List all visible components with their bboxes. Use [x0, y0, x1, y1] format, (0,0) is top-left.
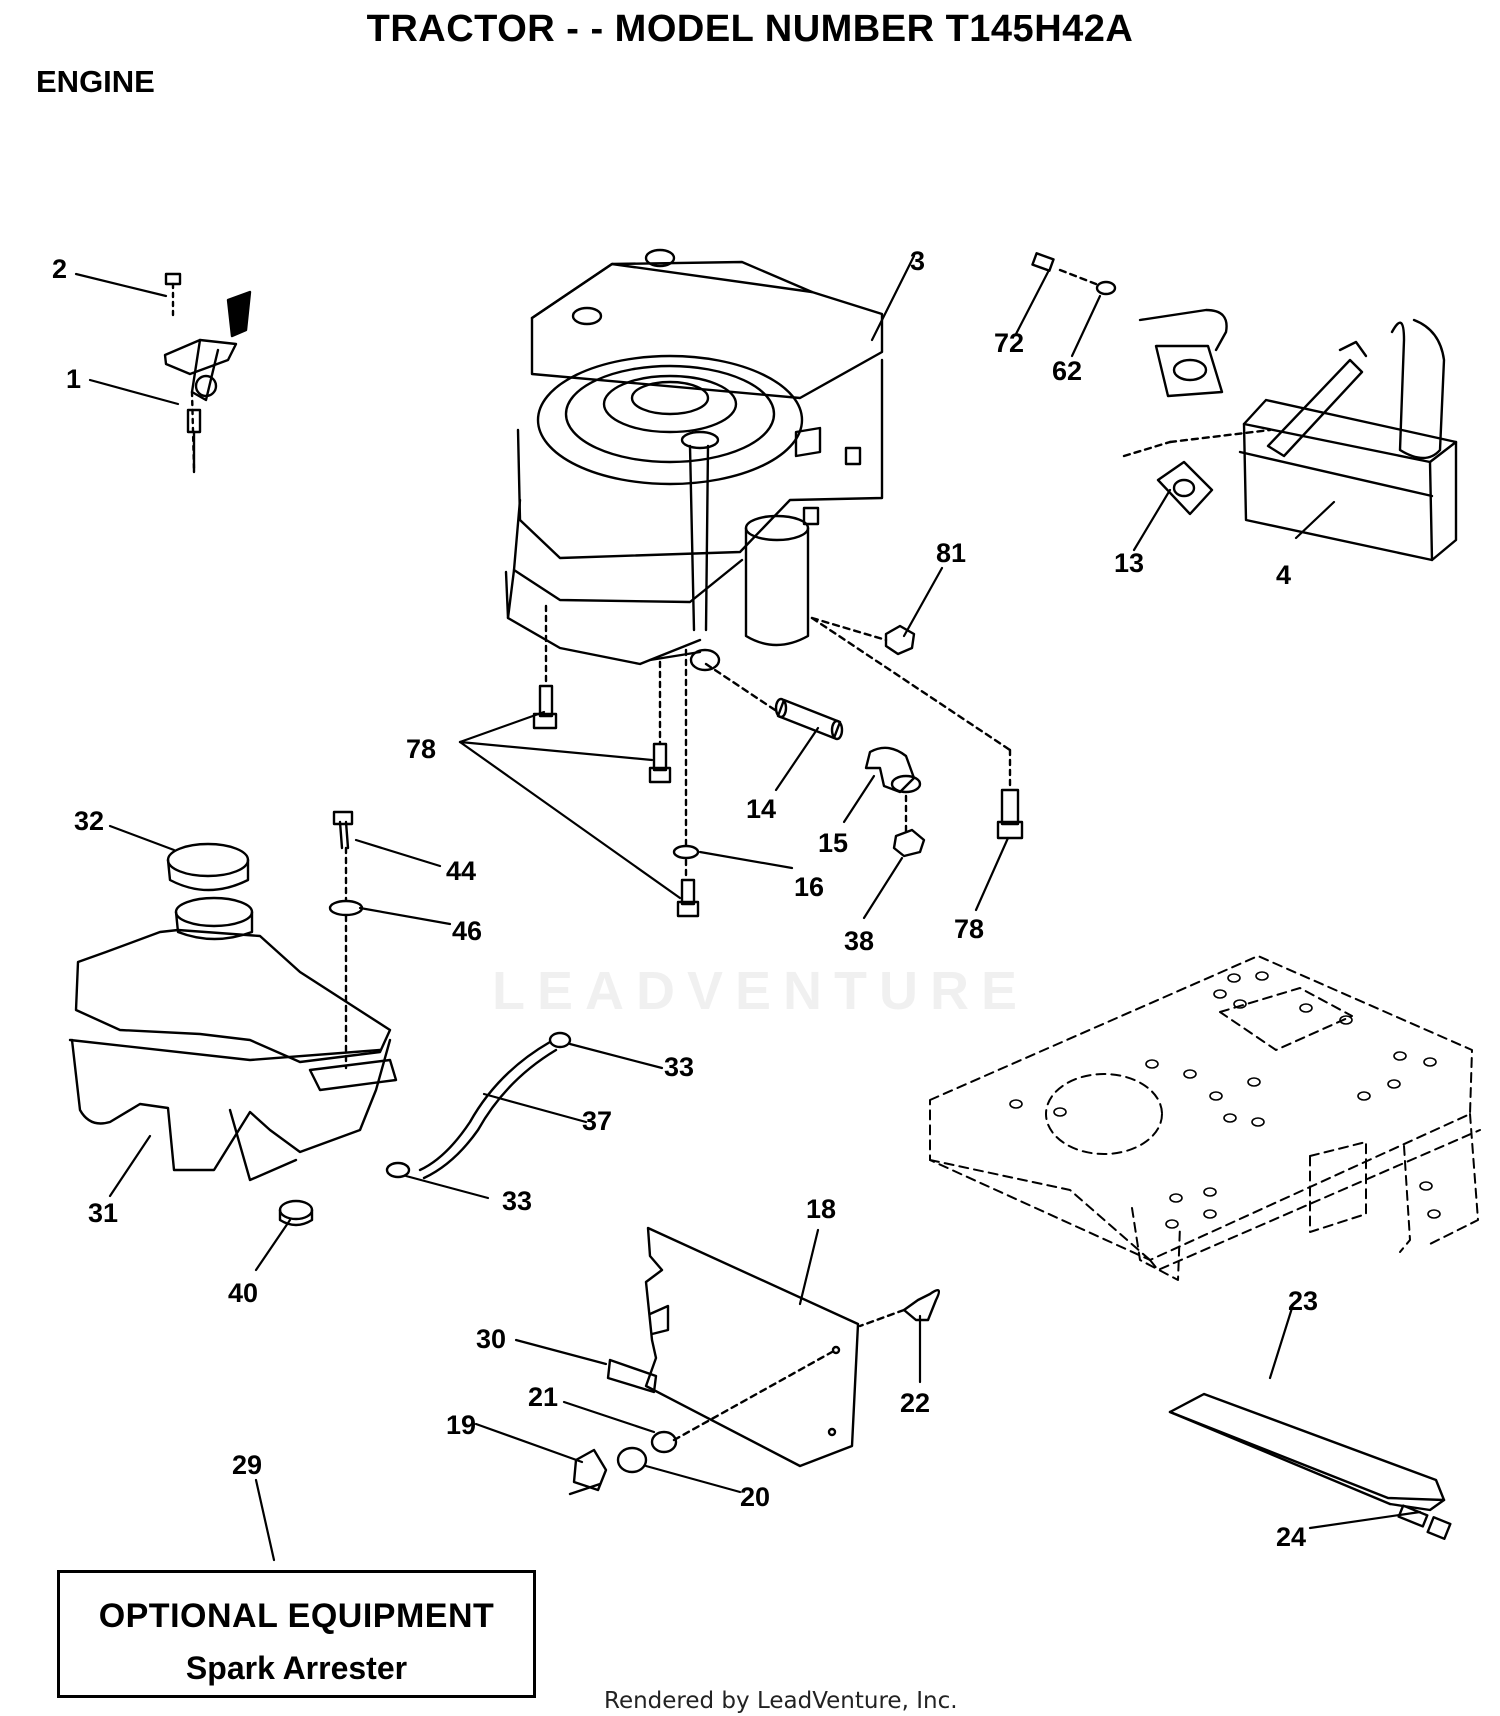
part-muffler	[1031, 252, 1458, 562]
callout-38: 38	[844, 926, 874, 956]
callout-78b: 78	[954, 914, 984, 944]
callout-16: 16	[794, 872, 824, 902]
optional-equipment-item: Spark Arrester	[185, 1650, 408, 1686]
callout-78a: 78	[406, 734, 436, 764]
callout-labels: 2 1 3 4 13 72 62 81 78 14 15 16 38 78 32…	[52, 246, 1318, 1552]
watermark: LEADVENTURE	[492, 961, 1030, 1021]
callout-81: 81	[936, 538, 966, 568]
callout-20: 20	[740, 1482, 770, 1512]
section-heading: ENGINE	[36, 64, 155, 99]
callout-33a: 33	[664, 1052, 694, 1082]
callout-31: 31	[88, 1198, 118, 1228]
callout-18: 18	[806, 1194, 836, 1224]
callout-40: 40	[228, 1278, 258, 1308]
frame-holes	[1009, 971, 1441, 1229]
callout-46: 46	[452, 916, 482, 946]
callout-22: 22	[900, 1388, 930, 1418]
footer-credit: Rendered by LeadVenture, Inc.	[604, 1688, 958, 1714]
callout-33b: 33	[502, 1186, 532, 1216]
callout-19: 19	[446, 1410, 476, 1440]
part-frame-reference	[929, 955, 1481, 1281]
callout-30: 30	[476, 1324, 506, 1354]
part-side-panel	[568, 1226, 941, 1496]
part-engine	[504, 248, 884, 672]
callout-2: 2	[52, 254, 67, 284]
callout-23: 23	[1288, 1286, 1318, 1316]
leader-lines	[74, 254, 1422, 1562]
optional-equipment-heading: OPTIONAL EQUIPMENT	[98, 1597, 495, 1635]
callout-13: 13	[1114, 548, 1144, 578]
callout-4: 4	[1276, 560, 1291, 590]
callout-14: 14	[746, 794, 776, 824]
callout-1: 1	[66, 364, 81, 394]
callout-62: 62	[1052, 356, 1082, 386]
callout-32: 32	[74, 806, 104, 836]
callout-37: 37	[582, 1106, 612, 1136]
part-drain-fittings	[532, 604, 1024, 918]
callout-44: 44	[446, 856, 476, 886]
callout-15: 15	[818, 828, 848, 858]
part-heat-shield	[1168, 1392, 1452, 1540]
part-fuel-line	[385, 1031, 572, 1180]
part-throttle-control	[163, 272, 252, 474]
callout-3: 3	[910, 246, 925, 276]
part-fuel-tank	[68, 810, 398, 1227]
callout-24: 24	[1276, 1522, 1306, 1552]
callout-72: 72	[994, 328, 1024, 358]
optional-equipment-box: OPTIONAL EQUIPMENT Spark Arrester	[57, 1570, 536, 1698]
callout-29: 29	[232, 1450, 262, 1480]
diagram-title: TRACTOR - - MODEL NUMBER T145H42A	[366, 8, 1134, 50]
callout-21: 21	[528, 1382, 558, 1412]
